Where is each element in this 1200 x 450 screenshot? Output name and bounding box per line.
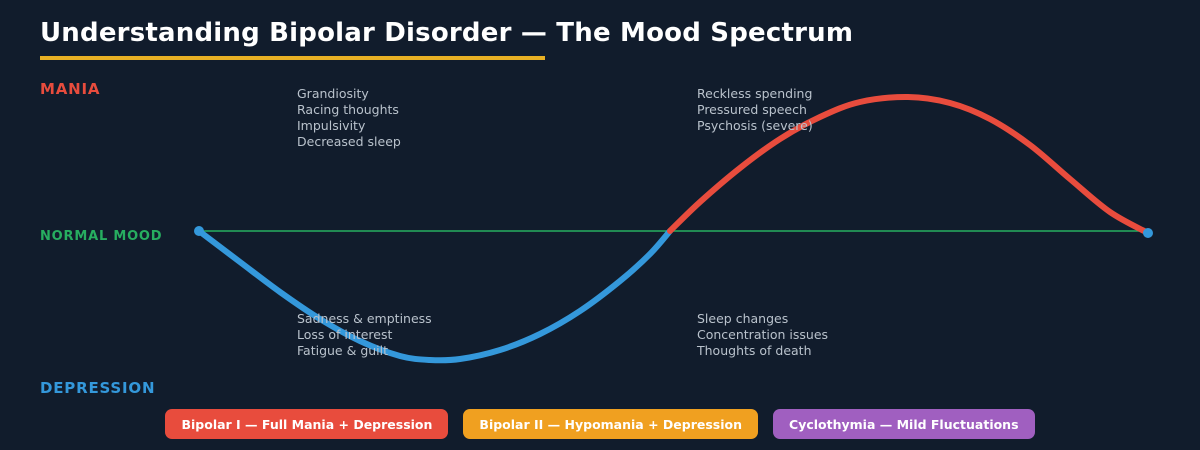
axis-label-normal-mood: NORMAL MOOD xyxy=(40,229,163,244)
axis-label-depression: DEPRESSION xyxy=(40,379,156,397)
symptom-line: Loss of interest xyxy=(297,327,393,342)
symptom-line: Grandiosity xyxy=(297,86,369,101)
curve-endpoint-dot xyxy=(1143,228,1153,238)
symptom-line: Decreased sleep xyxy=(297,134,401,149)
symptom-line: Reckless spending xyxy=(697,86,813,101)
symptom-line: Sleep changes xyxy=(697,311,789,326)
title-underline xyxy=(40,56,545,60)
legend-badge[interactable]: Cyclothymia — Mild Fluctuations xyxy=(773,409,1035,439)
page-title: Understanding Bipolar Disorder — The Moo… xyxy=(40,18,854,48)
symptom-line: Impulsivity xyxy=(297,118,366,133)
legend-badge[interactable]: Bipolar II — Hypomania + Depression xyxy=(463,409,759,439)
legend: Bipolar I — Full Mania + Depression Bipol… xyxy=(0,408,1200,440)
depressive-phase-curve xyxy=(196,228,673,364)
legend-badge[interactable]: Bipolar I — Full Mania + Depression xyxy=(165,409,449,439)
symptom-line: Thoughts of death xyxy=(697,343,812,358)
axis-label-mania: MANIA xyxy=(40,80,101,98)
curve-endpoint-markers xyxy=(194,226,1153,238)
symptom-line: Psychosis (severe) xyxy=(697,118,813,133)
symptom-line: Fatigue & guilt xyxy=(297,343,389,358)
symptom-line: Pressured speech xyxy=(697,102,807,117)
symptom-line: Racing thoughts xyxy=(297,102,399,117)
symptom-line: Sadness & emptiness xyxy=(297,311,432,326)
curve-endpoint-dot xyxy=(194,226,204,236)
symptom-line: Concentration issues xyxy=(697,327,829,342)
manic-phase-curve xyxy=(667,93,1151,236)
